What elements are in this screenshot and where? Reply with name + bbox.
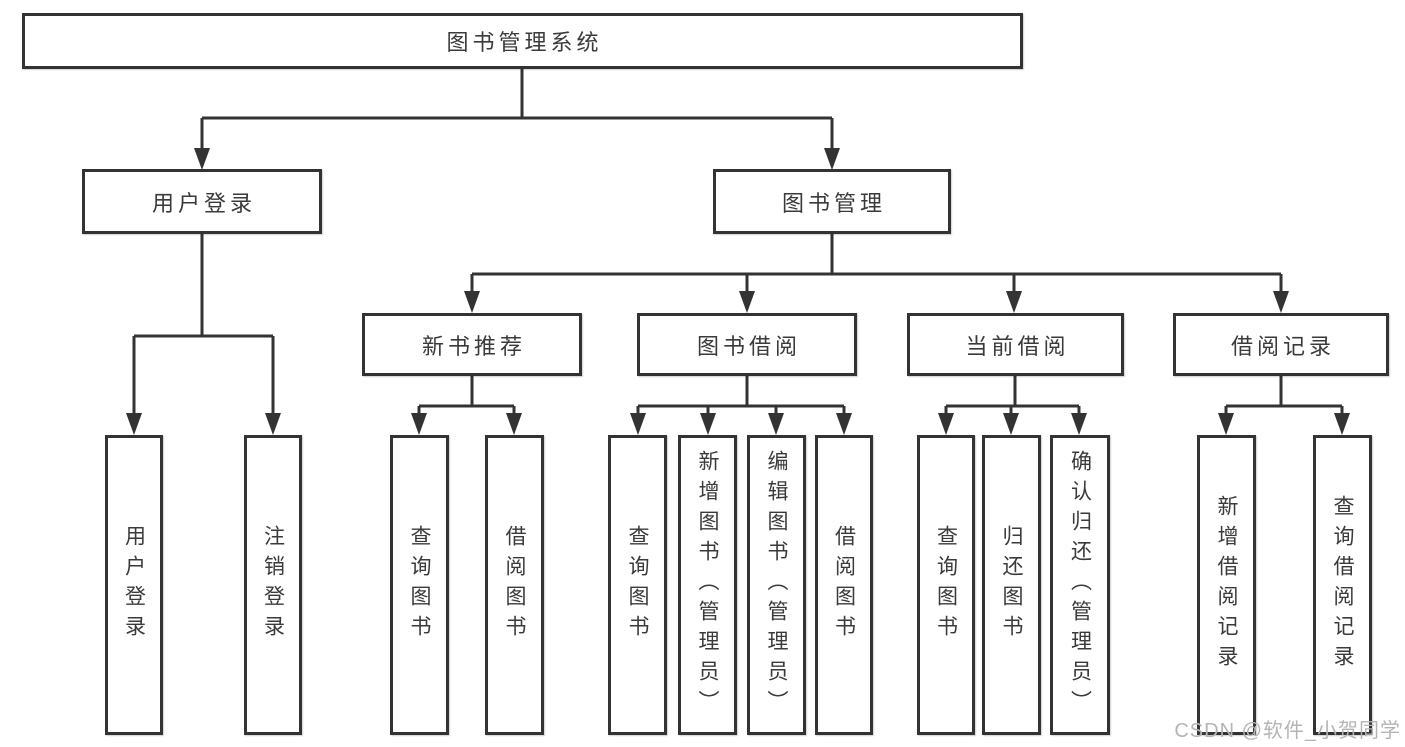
leaf-return-books: 归还图书 xyxy=(982,435,1041,735)
leaf-label: 用户登录 xyxy=(122,525,146,645)
arrow-down-icon xyxy=(1273,291,1289,313)
leaf-add-borrow-record: 新增借阅记录 xyxy=(1197,435,1256,735)
arrow-down-icon xyxy=(824,148,840,170)
node-label: 图书管理 xyxy=(781,190,886,216)
connector-borrow-to-leaves xyxy=(636,376,846,415)
arrow-down-icon xyxy=(768,413,784,435)
node-label: 图书管理系统 xyxy=(446,30,603,55)
node-label: 图书借阅 xyxy=(696,333,801,359)
node-root: 图书管理系统 xyxy=(22,13,1023,69)
node-user-login: 用户登录 xyxy=(82,169,322,234)
leaf-add-books-admin: 新增图书（管理员） xyxy=(678,435,737,735)
arrow-down-icon xyxy=(194,148,210,170)
node-label: 用户登录 xyxy=(151,190,256,216)
arrow-down-icon xyxy=(1071,413,1087,435)
leaf-label: 编辑图书（管理员） xyxy=(765,450,788,720)
arrow-down-icon xyxy=(836,413,852,435)
leaf-borrow-books: 借阅图书 xyxy=(815,435,873,735)
csdn-watermark: CSDN @软件_小贺同学 xyxy=(1174,720,1401,742)
node-label: 借阅记录 xyxy=(1230,333,1335,359)
arrow-down-icon xyxy=(411,413,427,435)
leaf-borrow-books: 借阅图书 xyxy=(485,435,544,735)
arrow-down-icon xyxy=(1003,413,1019,435)
leaf-query-borrow-record: 查询借阅记录 xyxy=(1313,435,1372,735)
leaf-user-login: 用户登录 xyxy=(105,435,163,735)
leaf-label: 新增图书（管理员） xyxy=(696,450,719,720)
leaf-query-books: 查询图书 xyxy=(390,435,449,735)
leaf-logout: 注销登录 xyxy=(244,435,302,735)
connector-current-to-leaves xyxy=(944,376,1081,415)
node-label: 新书推荐 xyxy=(421,333,526,359)
arrow-down-icon xyxy=(506,413,522,435)
leaf-label: 查询借阅记录 xyxy=(1331,495,1354,675)
arrow-down-icon xyxy=(464,291,480,313)
connector-root-to-level2 xyxy=(200,69,834,150)
leaf-label: 注销登录 xyxy=(261,525,285,645)
arrow-down-icon xyxy=(630,413,646,435)
leaf-edit-books-admin: 编辑图书（管理员） xyxy=(747,435,806,735)
leaf-label: 新增借阅记录 xyxy=(1215,495,1238,675)
arrow-down-icon xyxy=(265,413,281,435)
node-new-book-recommend: 新书推荐 xyxy=(362,313,582,376)
connector-mgmt-to-level3 xyxy=(470,234,1283,293)
arrow-down-icon xyxy=(1218,413,1234,435)
node-borrowing-records: 借阅记录 xyxy=(1173,313,1389,376)
node-label: 当前借阅 xyxy=(965,333,1070,359)
leaf-label: 查询图书 xyxy=(934,525,958,645)
node-book-management: 图书管理 xyxy=(713,169,951,234)
arrow-down-icon xyxy=(700,413,716,435)
leaf-confirm-return-admin: 确认归还（管理员） xyxy=(1050,435,1110,735)
connector-newbook-to-leaves xyxy=(417,376,516,415)
leaf-label: 查询图书 xyxy=(408,525,431,645)
leaf-label: 查询图书 xyxy=(626,525,649,645)
arrow-down-icon xyxy=(126,413,142,435)
node-book-borrowing: 图书借阅 xyxy=(637,313,857,376)
node-current-borrowing: 当前借阅 xyxy=(907,313,1124,376)
leaf-label: 归还图书 xyxy=(1000,525,1023,645)
leaf-query-books: 查询图书 xyxy=(608,435,667,735)
leaf-query-books: 查询图书 xyxy=(917,435,975,735)
connector-login-to-leaves xyxy=(132,234,275,415)
leaf-label: 确认归还（管理员） xyxy=(1068,450,1092,720)
connector-record-to-leaves xyxy=(1224,376,1344,415)
arrow-down-icon xyxy=(938,413,954,435)
arrow-down-icon xyxy=(739,291,755,313)
leaf-label: 借阅图书 xyxy=(503,525,526,645)
leaf-label: 借阅图书 xyxy=(832,525,856,645)
arrow-down-icon xyxy=(1334,413,1350,435)
arrow-down-icon xyxy=(1006,291,1022,313)
